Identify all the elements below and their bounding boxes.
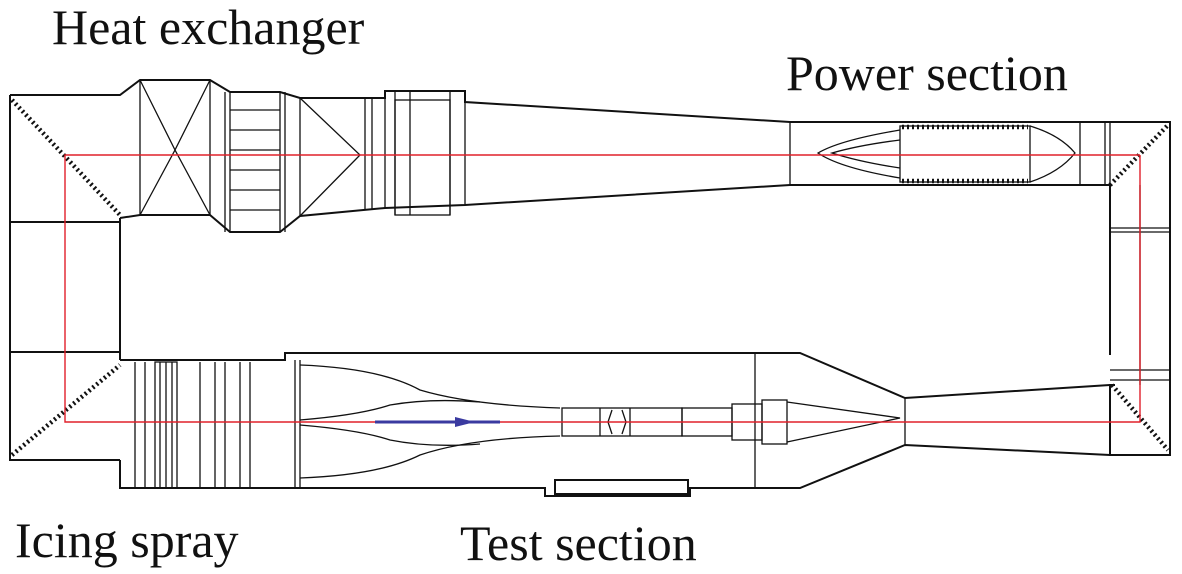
label-icing-spray: Icing spray	[15, 512, 239, 568]
label-heat-exchanger: Heat exchanger	[52, 0, 365, 55]
turning-vanes	[10, 98, 1170, 457]
power-section-unit	[789, 122, 1111, 185]
icing-spray-unit	[134, 360, 301, 489]
tunnel-outline	[9, 79, 1171, 497]
label-test-section: Test section	[460, 515, 697, 571]
test-section-unit	[299, 353, 906, 495]
flow-centerline	[64, 154, 1141, 423]
heat-exchanger-unit	[139, 79, 466, 232]
flow-direction-arrow	[375, 417, 500, 427]
label-power-section: Power section	[786, 45, 1068, 101]
